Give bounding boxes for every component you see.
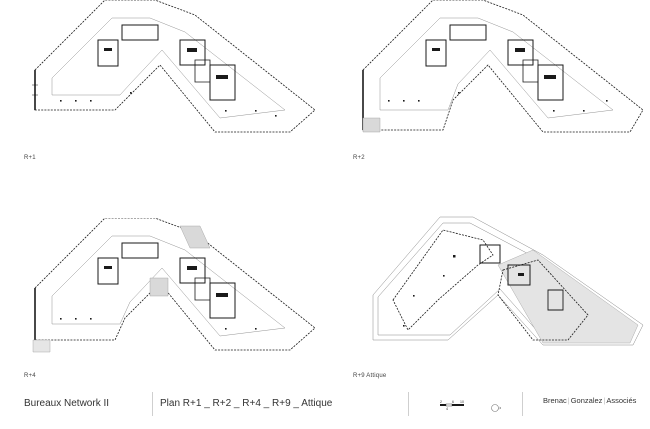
- scale-tick-label: 2: [440, 400, 442, 404]
- footer-divider: [408, 392, 409, 416]
- project-title: Bureaux Network II: [24, 398, 110, 409]
- scale-bar: 2 4 6 10: [440, 400, 464, 411]
- footer-divider: [522, 392, 523, 416]
- footer-divider: [152, 392, 153, 416]
- floor-plan-r9-attique: [372, 216, 644, 346]
- floor-plan-r1: [32, 0, 316, 133]
- floor-plan-r4: [32, 218, 316, 353]
- office-separator: |: [567, 396, 570, 405]
- office-name-part: Associés: [606, 396, 637, 405]
- office-name: Brenac|Gonzalez|Associés: [543, 396, 636, 405]
- scale-tick-label: 6: [452, 400, 454, 404]
- plan-label-r1: R+1: [24, 155, 36, 161]
- plan-label-r9-attique: R+9 Attique: [353, 373, 387, 379]
- north-arrow-icon: [491, 404, 502, 412]
- scale-tick-label: 4: [446, 407, 448, 411]
- scale-tick-label: 10: [460, 400, 464, 404]
- floor-plan-r2: [362, 0, 644, 133]
- plans-title: Plan R+1 _ R+2 _ R+4 _ R+9 _ Attique: [160, 398, 333, 409]
- office-separator: |: [603, 396, 606, 405]
- plan-label-r2: R+2: [353, 155, 365, 161]
- office-name-part: Brenac: [543, 396, 567, 405]
- plan-label-r4: R+4: [24, 373, 36, 379]
- office-name-part: Gonzalez: [570, 396, 603, 405]
